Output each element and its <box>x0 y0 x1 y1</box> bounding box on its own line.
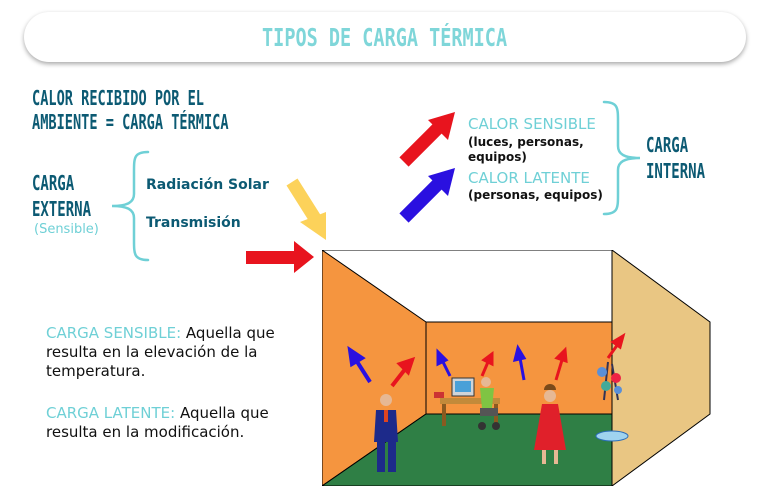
small-blue-arrow-icon <box>347 345 372 384</box>
solar-radiation-arrow-icon <box>286 178 326 240</box>
external-brace <box>111 150 150 262</box>
internal-line-1: CARGA <box>646 133 689 157</box>
plant-icon <box>597 361 622 401</box>
man-figure-icon <box>374 394 398 472</box>
sensible-load-definition: CARGA SENSIBLE: Aquella que resulta en l… <box>46 324 321 381</box>
room-illustration <box>322 250 711 486</box>
water-puddle-icon <box>595 430 629 442</box>
sensible-heat-title: CALOR SENSIBLE <box>468 115 596 133</box>
sensible-heat-detail-1: (luces, personas, <box>468 135 584 149</box>
office-desk-icon <box>434 377 500 430</box>
internal-brace <box>602 100 641 216</box>
sensible-heat-detail: (luces, personas, equipos) <box>468 135 584 165</box>
external-item-radiation: Radiación Solar <box>146 177 269 193</box>
small-blue-arrow-icon <box>512 344 527 381</box>
page-title: TIPOS DE CARGA TÉRMICA <box>262 22 508 52</box>
small-blue-arrow-icon <box>436 348 452 377</box>
window-wall <box>611 250 711 486</box>
definition-line-2: AMBIENTE = CARGA TÉRMICA <box>32 110 229 134</box>
latent-heat-title: CALOR LATENTE <box>468 169 590 187</box>
external-note: (Sensible) <box>34 222 99 237</box>
title-banner: TIPOS DE CARGA TÉRMICA <box>24 12 746 62</box>
external-line-1: CARGA <box>32 171 75 195</box>
definition-heading: CALOR RECIBIDO POR EL AMBIENTE = CARGA T… <box>32 86 229 134</box>
latent-load-definition: CARGA LATENTE: Aquella que resulta en la… <box>46 404 321 442</box>
definition-line-1: CALOR RECIBIDO POR EL <box>32 86 204 110</box>
woman-figure-icon <box>534 384 566 464</box>
external-line-2: EXTERNA <box>32 197 92 221</box>
latent-heat-detail: (personas, equipos) <box>468 188 603 202</box>
small-red-arrow-icon <box>554 346 568 381</box>
external-load-heading: CARGA EXTERNA <box>32 170 91 222</box>
sensible-heat-arrow-icon <box>399 112 455 167</box>
latent-load-text: Aquella que resulta en la modificación. <box>46 404 269 441</box>
latent-load-term: CARGA LATENTE: <box>46 404 176 422</box>
small-red-arrow-icon <box>390 356 416 388</box>
small-red-arrow-icon <box>606 332 626 359</box>
small-red-arrow-icon <box>480 351 494 377</box>
internal-load-heading: CARGA INTERNA <box>646 132 705 184</box>
internal-line-2: INTERNA <box>646 159 706 183</box>
sensible-load-text: Aquella que resulta en la elevación de l… <box>46 324 275 380</box>
transmission-arrow-icon <box>246 241 314 273</box>
sensible-load-term: CARGA SENSIBLE: <box>46 324 182 342</box>
sensible-heat-detail-2: equipos) <box>468 150 527 164</box>
external-item-transmission: Transmisión <box>146 215 241 231</box>
latent-heat-arrow-icon <box>399 168 455 223</box>
